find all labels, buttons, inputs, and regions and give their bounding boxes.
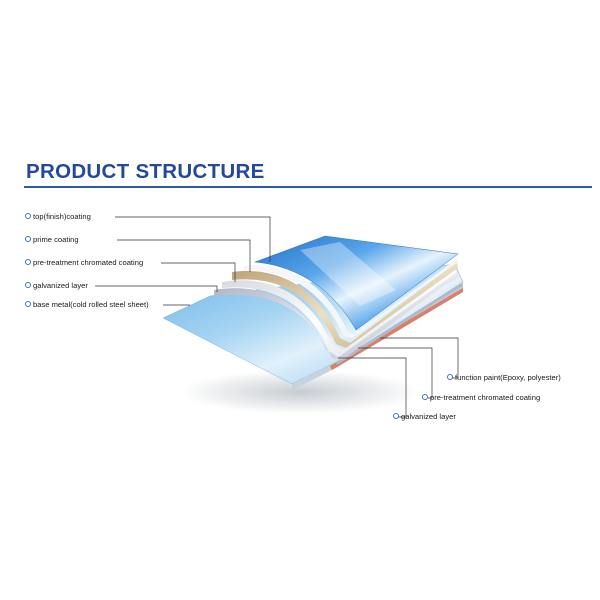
leader-right-pretreatment: [358, 347, 433, 399]
label-function-paint: function paint(Epoxy, polyester): [455, 373, 561, 382]
leader-right-galvanized: [338, 357, 407, 418]
right-leader-lines: [338, 337, 459, 418]
label-top-finish-coating: top(finish)coating: [33, 212, 91, 221]
bottom-galvanized-strip: [336, 283, 462, 365]
label-base-metal: base metal(cold rolled steel sheet): [33, 300, 149, 309]
label-pretreatment-coating: pre-treatment chromated coating: [33, 258, 144, 267]
top-finish-coating-layer: [254, 235, 459, 331]
leader-galvanized: [95, 285, 218, 292]
label-dot-icon: [25, 301, 31, 307]
leader-function-paint: [380, 337, 459, 379]
label-galvanized-layer: galvanized layer: [33, 281, 88, 290]
label-right-pretreatment: pre-treatment chromated coating: [430, 393, 541, 402]
label-prime-coating: prime coating: [33, 235, 79, 244]
label-dot-icon: [447, 374, 453, 380]
label-right-galvanized: galvanized layer: [401, 412, 456, 421]
sheet-shadow: [180, 370, 420, 414]
upper-pretreatment-line: [244, 258, 458, 338]
page-title: PRODUCT STRUCTURE: [26, 160, 265, 183]
label-dot-icon: [25, 259, 31, 265]
label-dot-icon: [25, 236, 31, 242]
prime-coating-layer: [232, 262, 458, 348]
leader-top-coating: [115, 216, 271, 262]
title-underline: [24, 186, 592, 188]
top-surface-highlight: [300, 242, 396, 306]
label-dot-icon: [25, 213, 31, 219]
label-dot-icon: [393, 413, 399, 419]
pretreatment-layer: [222, 268, 457, 356]
label-dot-icon: [422, 394, 428, 400]
leader-pretreatment: [161, 262, 236, 282]
left-leader-lines: [95, 216, 271, 306]
sheet-front-edge: [292, 360, 340, 390]
label-dot-icon: [25, 282, 31, 288]
bottom-function-paint-layer: [330, 288, 463, 370]
leader-prime-coating: [117, 239, 251, 272]
